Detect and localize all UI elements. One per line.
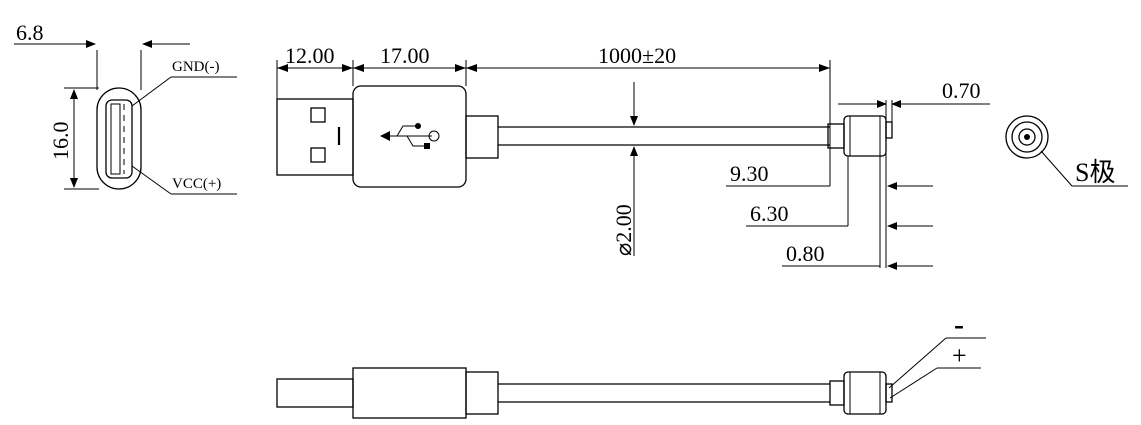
usb-plug-hole-top [310,107,326,123]
connector-end-view: S极 [1005,115,1128,187]
dim-height-16-0: 16.0 [48,122,73,161]
usb-end-inner-socket [105,99,133,179]
dim-offset-6-30: 6.30 [750,201,789,226]
usb-symbol-icon [380,123,440,149]
bottom-dc-tip [885,383,893,403]
bottom-dc-ring [829,380,845,406]
dim-offset-9-30: 9.30 [730,161,769,186]
dim-width-6-8: 6.8 [16,20,44,45]
label-vcc: VCC(+) [172,176,221,192]
dim-cable-length: 1000±20 [598,43,676,68]
usb-plug-hole-bottom [310,147,326,163]
bottom-usb-plug [276,378,354,408]
usb-cable-bottom-view: - + [276,308,986,419]
label-minus: - [954,308,964,341]
usb-end-tongue [110,103,121,175]
label-s-pole: S极 [1075,158,1115,187]
dim-tip-0-70: 0.70 [942,78,981,103]
usb-end-view: 6.8 16.0 GND(-) VCC(+) [14,20,237,195]
bottom-usb-housing [352,367,467,419]
dim-offset-0-80: 0.80 [786,241,825,266]
label-gnd: GND(-) [172,59,219,75]
label-plus: + [952,341,967,370]
dim-housing-17-00: 17.00 [380,43,430,68]
usb-plug-metal [276,98,354,176]
bottom-strain-relief [465,371,499,415]
dc-connector-tip [885,121,893,139]
usb-cable-side-view: 12.00 17.00 1000±20 0.70 ⌀2.00 9.30 6.30… [276,43,990,270]
usb-end-outer-shell [96,87,142,190]
dim-plug-12-00: 12.00 [285,43,335,68]
dim-cable-diameter: ⌀2.00 [611,204,636,256]
strain-relief [465,115,499,159]
